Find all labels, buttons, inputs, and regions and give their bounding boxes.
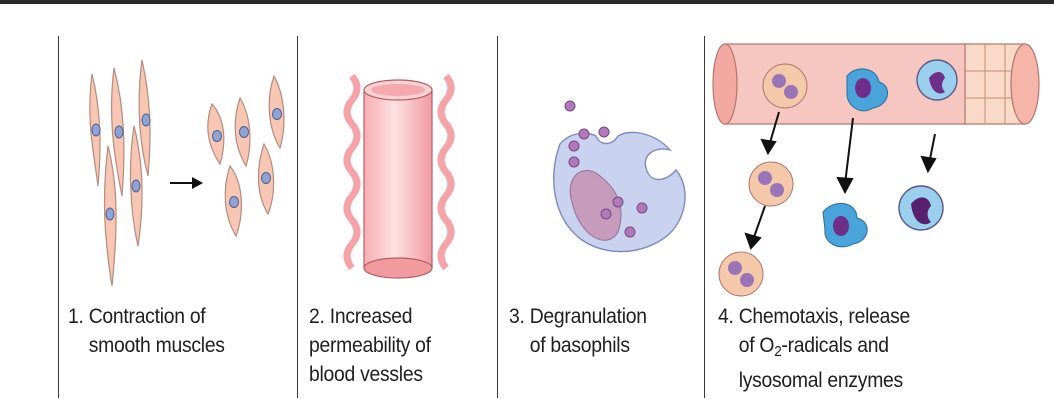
blood-vessel-illustration xyxy=(300,36,495,296)
caption-line: 1. Contraction of xyxy=(68,302,225,331)
caption-line: 2. Increased xyxy=(309,302,431,331)
caption-panel-2: 2. Increased permeability of blood vessl… xyxy=(309,302,431,389)
caption-line: permeability of xyxy=(309,331,431,360)
basophil-illustration xyxy=(500,36,700,296)
relaxed-muscle-cells xyxy=(90,60,150,286)
chemotaxis-illustration xyxy=(707,36,1052,306)
caption-line: 3. Degranulation xyxy=(509,302,647,331)
caption-line: smooth muscles xyxy=(68,331,225,360)
divider-left xyxy=(58,36,59,398)
divider-1 xyxy=(297,36,298,398)
caption-line: 4. Chemotaxis, release xyxy=(718,302,910,331)
caption-line: lysosomal enzymes xyxy=(718,366,910,395)
smooth-muscle-illustration xyxy=(62,36,294,296)
arrow-icon xyxy=(170,177,203,189)
migrated-leukocytes xyxy=(719,162,943,296)
divider-3 xyxy=(704,36,705,398)
top-rule xyxy=(0,0,1054,4)
caption-panel-4: 4. Chemotaxis, release of O2-radicals an… xyxy=(718,302,910,395)
vessel-tube xyxy=(364,80,432,278)
caption-panel-1: 1. Contraction of smooth muscles xyxy=(68,302,225,360)
caption-line: of O2-radicals and xyxy=(718,331,910,366)
contracted-muscle-cells xyxy=(208,76,284,236)
leak-wave-left xyxy=(347,76,357,268)
divider-2 xyxy=(497,36,498,398)
caption-line: blood vessles xyxy=(309,360,431,389)
caption-panel-3: 3. Degranulation of basophils xyxy=(509,302,647,360)
leak-wave-right xyxy=(441,76,451,268)
caption-line: of basophils xyxy=(509,331,647,360)
